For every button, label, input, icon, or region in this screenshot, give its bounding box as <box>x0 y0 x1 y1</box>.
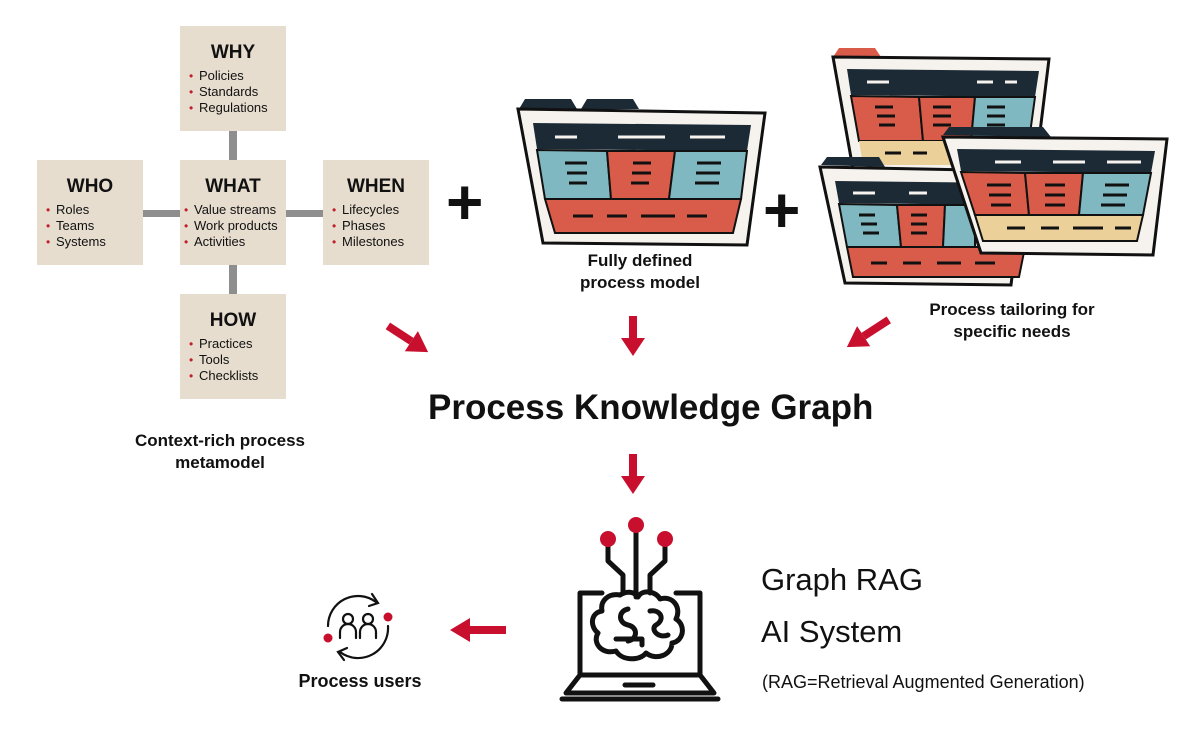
knowledge-graph-title: Process Knowledge Graph <box>428 388 874 427</box>
how-title: HOW <box>209 310 257 331</box>
arrow-down-icon <box>621 316 645 356</box>
metamodel-caption-line1: Context-rich process <box>134 431 306 450</box>
node-dot <box>383 612 393 622</box>
who-item: Roles <box>46 202 143 218</box>
why-box: WHY Policies Standards Regulations <box>180 26 286 131</box>
tailoring-caption: Process tailoring for specific needs <box>892 299 1132 343</box>
when-item: Phases <box>332 218 429 234</box>
connector-what-how <box>229 265 237 295</box>
connector-what-when <box>285 210 323 217</box>
tailoring-caption-line1: Process tailoring for <box>929 300 1095 319</box>
when-item: Lifecycles <box>332 202 429 218</box>
process-users-cycle-icon <box>323 592 393 662</box>
process-model-folder-icon <box>516 99 767 247</box>
how-item: Checklists <box>189 368 286 384</box>
why-item: Policies <box>189 68 286 84</box>
ai-laptop-brain-icon <box>559 517 721 702</box>
who-box: WHO Roles Teams Systems <box>37 160 143 265</box>
tailoring-caption-line2: specific needs <box>953 322 1071 341</box>
tailored-folder-right <box>940 127 1169 257</box>
process-users-caption: Process users <box>298 671 422 691</box>
what-item: Value streams <box>184 202 286 218</box>
why-title: WHY <box>210 42 256 63</box>
who-item: Teams <box>46 218 143 234</box>
how-item: Practices <box>189 336 286 352</box>
what-item: Activities <box>184 234 286 250</box>
arrow-diagonal-left-down-icon <box>846 316 891 348</box>
plus-sign: + <box>763 174 801 246</box>
metamodel-caption-line2: metamodel <box>175 453 265 472</box>
what-box: WHAT Value streams Work products Activit… <box>180 160 286 265</box>
who-title: WHO <box>66 176 114 197</box>
why-item: Regulations <box>189 100 286 116</box>
what-title: WHAT <box>205 176 261 197</box>
process-model-caption: Fully defined process model <box>520 250 760 294</box>
when-box: WHEN Lifecycles Phases Milestones <box>323 160 429 265</box>
metamodel-caption: Context-rich process metamodel <box>100 430 340 474</box>
process-model-caption-line2: process model <box>580 273 700 292</box>
ai-system-line1: Graph RAG <box>761 562 923 597</box>
ai-system-note: (RAG=Retrieval Augmented Generation) <box>762 672 1085 692</box>
folder-tab <box>581 99 639 109</box>
why-item: Standards <box>189 84 286 100</box>
tailored-folders-icon <box>818 48 1169 287</box>
folder-tab <box>519 99 577 109</box>
who-item: Systems <box>46 234 143 250</box>
node-dot <box>628 517 644 533</box>
arrow-down-icon <box>621 454 645 494</box>
process-model-caption-line1: Fully defined <box>587 251 693 270</box>
when-item: Milestones <box>332 234 429 250</box>
plus-sign: + <box>446 166 484 238</box>
how-box: HOW Practices Tools Checklists <box>180 294 286 399</box>
node-dot <box>657 531 673 547</box>
arrow-left-icon <box>450 618 506 642</box>
node-dot <box>600 531 616 547</box>
connector-who-what <box>143 210 181 217</box>
node-dot <box>323 633 333 643</box>
what-item: Work products <box>184 218 286 234</box>
connector-why-what <box>229 131 237 161</box>
when-title: WHEN <box>346 176 406 197</box>
how-item: Tools <box>189 352 286 368</box>
arrow-diagonal-right-down-icon <box>385 322 429 353</box>
ai-system-line2: AI System <box>761 614 903 649</box>
